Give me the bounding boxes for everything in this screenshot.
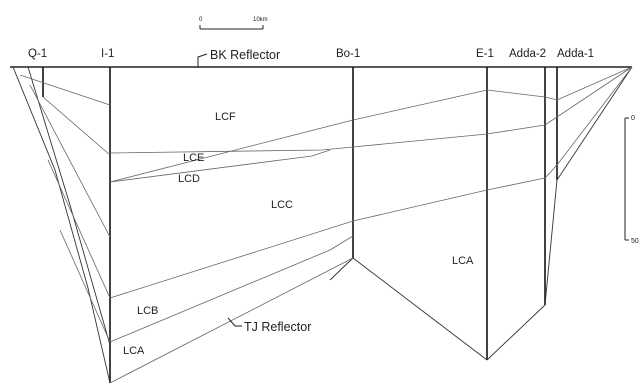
boundary-lcb-lca (110, 236, 353, 342)
depth-scale-bottom-label: 50 (631, 238, 639, 245)
depth-scale-top-label: 0 (631, 115, 635, 122)
unit-label-lcc: LCC (271, 199, 293, 211)
unit-boundaries (20, 67, 632, 383)
unit-label-lca-left: LCA (123, 345, 145, 357)
well-label-bo1: Bo-1 (336, 48, 360, 60)
boundary-lcd-lcc (110, 67, 632, 182)
boundary-lcf-lce (110, 67, 632, 153)
well-label-q1: Q-1 (28, 48, 47, 60)
scale-bar-start-label: 0 (199, 17, 203, 23)
unit-label-lcf: LCF (215, 111, 236, 123)
scale-bar-end-label: 10km (253, 17, 268, 23)
scale-bar (200, 25, 263, 29)
unit-label-lcb: LCB (137, 305, 158, 317)
tj-reflector-leader (228, 318, 242, 326)
basin-outline (13, 67, 632, 383)
well-bores (43, 67, 557, 383)
bk-reflector-leader (198, 54, 207, 67)
unit-label-lca-right: LCA (452, 255, 474, 267)
depth-scale (625, 118, 629, 240)
well-label-i1: I-1 (101, 48, 114, 60)
bk-reflector-label: BK Reflector (210, 48, 280, 62)
tj-reflector-surface (110, 258, 353, 383)
well-label-adda2: Adda-2 (509, 48, 546, 60)
tj-reflector-label: TJ Reflector (244, 320, 311, 334)
unit-label-lcd: LCD (178, 173, 200, 185)
boundary-lce-lcd (110, 150, 330, 182)
well-label-e1: E-1 (476, 48, 494, 60)
well-label-adda1: Adda-1 (557, 48, 594, 60)
unit-label-lce: LCE (183, 152, 204, 164)
